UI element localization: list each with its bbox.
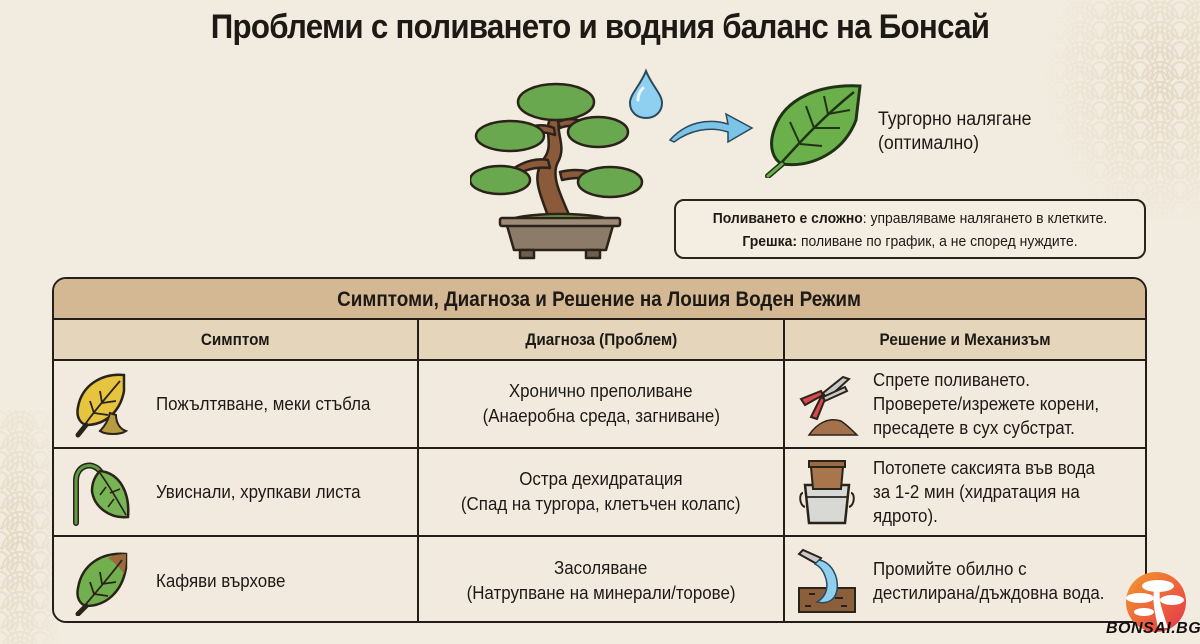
- symptom-cell: Пожълтяване, меки стъбла: [54, 361, 419, 447]
- table-row: Пожълтяване, меки стъбла Хронично препол…: [54, 361, 1145, 449]
- logo-text: BONSAI.BG: [1106, 620, 1200, 637]
- symptom-text: Кафяви върхове: [156, 570, 286, 591]
- header-diagnosis: Диагноза (Проблем): [419, 320, 785, 359]
- brown-tip-leaf-icon: [75, 552, 128, 616]
- diagnosis-title: Засоляване: [554, 558, 648, 578]
- note-line-2: Грешка: поливане по график, а не според …: [692, 230, 1127, 253]
- diagnosis-cell: Засоляване (Натрупване на минерали/торов…: [419, 537, 785, 621]
- diagnosis-cell: Остра дехидратация (Спад на тургора, кле…: [419, 449, 785, 535]
- table-title: Симптоми, Диагноза и Решение на Лошия Во…: [54, 279, 1145, 320]
- diagnosis-detail: (Натрупване на минерали/торове): [466, 583, 736, 603]
- solution-line: Потопете саксията във вода: [873, 458, 1095, 478]
- table-title-text: Симптоми, Диагноза и Решение на Лошия Во…: [337, 288, 862, 311]
- diagnosis-cell: Хронично преполиване (Анаеробна среда, з…: [419, 361, 785, 447]
- turgor-label-line1: Тургорно налягане: [878, 109, 1032, 130]
- watering-note-box: Поливането е сложно: управляваме наляган…: [674, 199, 1146, 259]
- solution-text: Потопете саксията във вода за 1-2 мин (х…: [873, 456, 1109, 528]
- bonsai-tree-icon: [470, 82, 644, 260]
- header-solution: Решение и Механизъм: [785, 320, 1145, 359]
- diagnosis-detail: (Анаеробна среда, загниване): [482, 406, 720, 426]
- page-title: Проблеми с поливането и водния баланс на…: [210, 8, 990, 46]
- diagnosis-detail: (Спад на тургора, клетъчен колапс): [461, 494, 741, 514]
- solution-line: Промийте обилно с: [873, 559, 1027, 579]
- solution-text: Промийте обилно с дестилирана/дъждовна в…: [873, 557, 1119, 605]
- header-symptom: Симптом: [54, 320, 419, 359]
- solution-line: дестилирана/дъждовна вода.: [873, 583, 1105, 603]
- bonsai-sun-logo-icon: [1126, 572, 1186, 632]
- symptom-text: Увиснали, хрупкави листа: [156, 481, 361, 502]
- symptom-cell: Увиснали, хрупкави листа: [54, 449, 419, 535]
- solution-line: пресадете в сух субстрат.: [873, 418, 1075, 438]
- symptom-cell: Кафяви върхове: [54, 537, 419, 621]
- solution-line: за 1-2 мин (хидратация на: [873, 482, 1080, 502]
- diagnosis-title: Хронично преполиване: [509, 381, 693, 401]
- solution-line: ядрото).: [873, 506, 938, 526]
- solution-line: Проверете/изрежете корени,: [873, 394, 1100, 414]
- solution-cell: Промийте обилно с дестилирана/дъждовна в…: [785, 537, 1145, 621]
- pruning-shears-soil-icon: [799, 375, 859, 436]
- solution-cell: Потопете саксията във вода за 1-2 мин (х…: [785, 449, 1145, 535]
- note-line1-bold: Поливането е сложно: [712, 210, 863, 227]
- healthy-leaf-icon: [765, 84, 862, 178]
- solution-cell: Спрете поливането. Проверете/изрежете ко…: [785, 361, 1145, 447]
- diagnosis-title: Остра дехидратация: [519, 469, 683, 489]
- wilted-leaf-icon: [73, 462, 130, 526]
- turgor-label-line2: (оптимално): [878, 133, 980, 154]
- note-line2-rest: поливане по график, а не според нуждите.: [797, 233, 1078, 250]
- note-line-1: Поливането е сложно: управляваме наляган…: [692, 207, 1127, 230]
- header-solution-text: Решение и Механизъм: [879, 330, 1051, 349]
- note-line1-rest: : управляваме налягането в клетките.: [862, 210, 1108, 227]
- note-line2-bold: Грешка:: [742, 233, 798, 250]
- water-drop-icon: [628, 68, 664, 120]
- table-header-row: Симптом Диагноза (Проблем) Решение и Мех…: [54, 320, 1145, 361]
- pot-in-bucket-icon: [799, 460, 855, 525]
- watering-flush-icon: [797, 548, 856, 613]
- yellow-leaf-icon: [75, 373, 129, 438]
- arrow-right-icon: [668, 112, 754, 144]
- header-symptom-text: Симптом: [201, 330, 270, 349]
- solution-text: Спрете поливането. Проверете/изрежете ко…: [873, 368, 1114, 440]
- table-row: Увиснали, хрупкави листа Остра дехидрата…: [54, 449, 1145, 537]
- turgor-label: Тургорно налягане (оптимално): [878, 108, 1031, 156]
- symptom-text: Пожълтяване, меки стъбла: [156, 393, 371, 414]
- symptoms-table: Симптоми, Диагноза и Решение на Лошия Во…: [52, 277, 1147, 623]
- solution-line: Спрете поливането.: [873, 370, 1030, 390]
- header-diagnosis-text: Диагноза (Проблем): [525, 330, 677, 349]
- table-row: Кафяви върхове Засоляване (Натрупване на…: [54, 537, 1145, 621]
